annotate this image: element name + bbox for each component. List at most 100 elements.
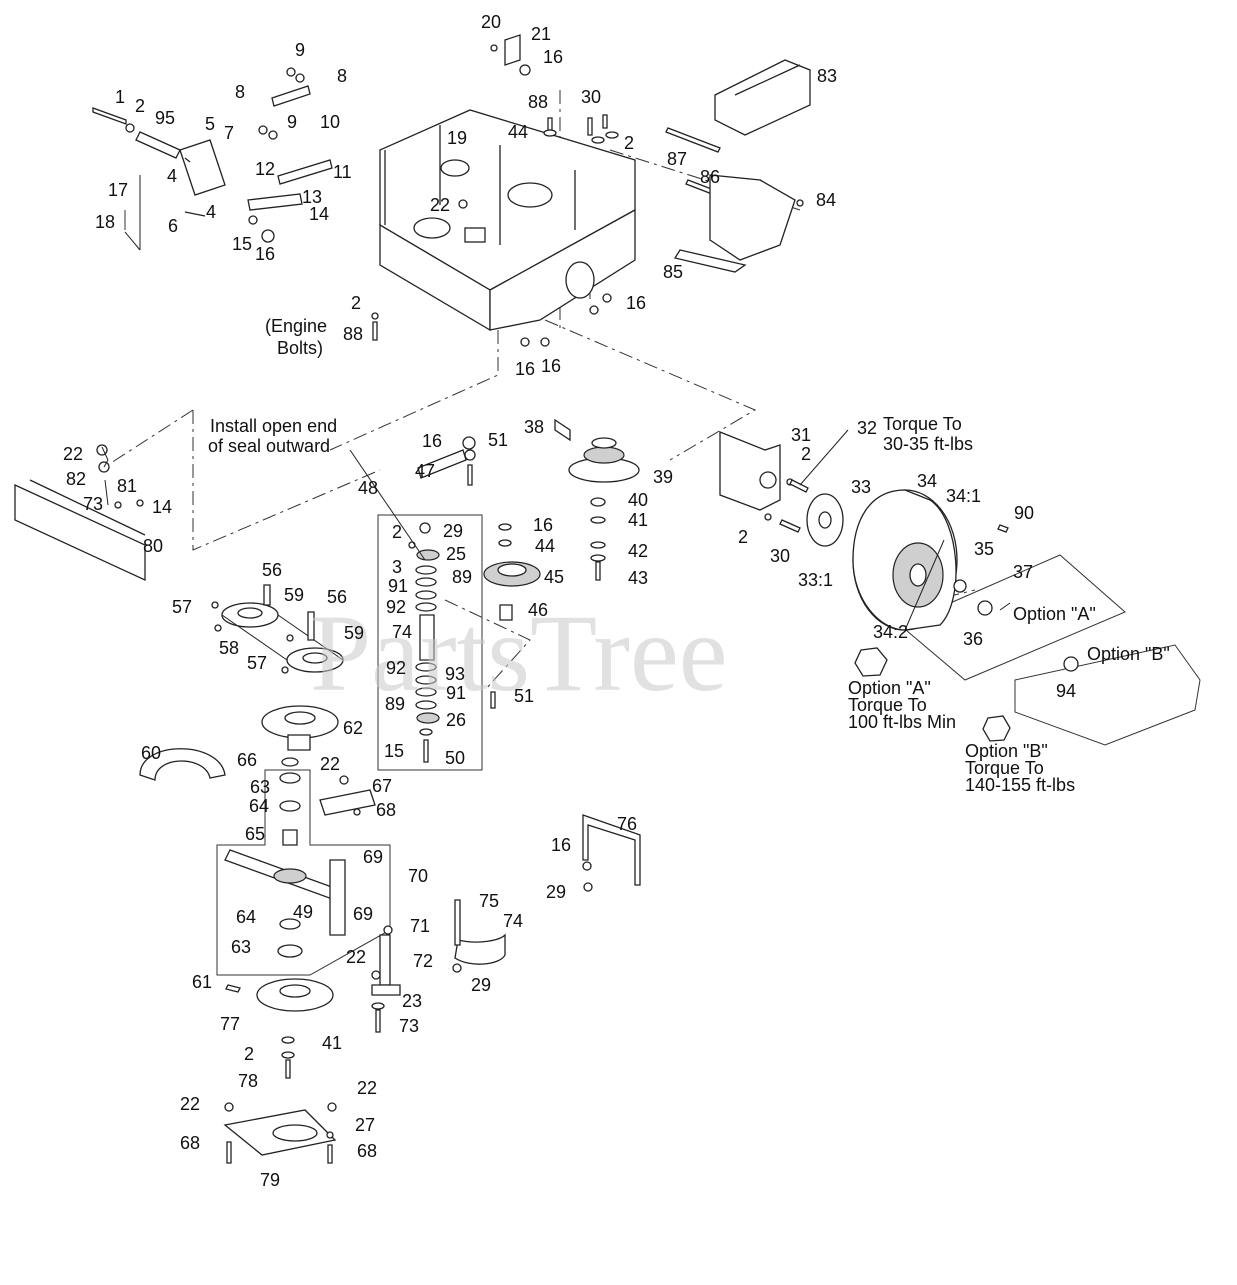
callout-16: 16: [543, 47, 563, 67]
callout-17: 17: [108, 180, 128, 200]
callout-25: 25: [446, 544, 466, 564]
callout-66: 66: [237, 750, 257, 770]
callout-82: 82: [66, 469, 86, 489]
callout-40: 40: [628, 490, 648, 510]
callout-5: 5: [205, 114, 215, 134]
callout-51: 51: [488, 430, 508, 450]
callout-92: 92: [386, 658, 406, 678]
callout-22: 22: [430, 195, 450, 215]
callout-88: 88: [343, 324, 363, 344]
callout-64: 64: [236, 907, 256, 927]
callout-89: 89: [452, 567, 472, 587]
note-option-b-torque-2: Torque To: [965, 758, 1044, 778]
note-option-a-torque-1: Option "A": [848, 678, 931, 698]
callout-62: 62: [343, 718, 363, 738]
callout-86: 86: [700, 167, 720, 187]
callout-73: 73: [83, 494, 103, 514]
callout-91: 91: [446, 683, 466, 703]
note-option-a: Option "A": [1013, 604, 1096, 624]
callout-22: 22: [357, 1078, 377, 1098]
option-b-box: [1014, 644, 1201, 746]
callout-79: 79: [260, 1170, 280, 1190]
callout-43: 43: [628, 568, 648, 588]
callout-91: 91: [388, 576, 408, 596]
callout-77: 77: [220, 1014, 240, 1034]
callout-31: 31: [791, 425, 811, 445]
callout-13: 13: [302, 187, 322, 207]
callout-34-1: 34:1: [946, 486, 981, 506]
callout-6: 6: [168, 216, 178, 236]
note-engine-bolts-1: (Engine: [265, 316, 327, 336]
callout-65: 65: [245, 824, 265, 844]
callout-16: 16: [551, 835, 571, 855]
spring-pulleys: [417, 418, 640, 709]
callout-21: 21: [531, 24, 551, 44]
callout-68: 68: [180, 1133, 200, 1153]
wheel-assembly: [719, 431, 1079, 742]
callout-34-2: 34:2: [873, 622, 908, 642]
callout-2: 2: [244, 1044, 254, 1064]
callout-4: 4: [206, 202, 216, 222]
callout-1: 1: [115, 87, 125, 107]
callout-63: 63: [231, 937, 251, 957]
option-a-box: [899, 554, 1126, 681]
callout-35: 35: [974, 539, 994, 559]
callout-45: 45: [544, 567, 564, 587]
callout-59: 59: [284, 585, 304, 605]
callout-29: 29: [471, 975, 491, 995]
idler-stack-48: [408, 522, 440, 763]
callout-71: 71: [410, 916, 430, 936]
callout-8: 8: [337, 66, 347, 86]
callout-33: 33: [851, 477, 871, 497]
callout-72: 72: [413, 951, 433, 971]
note-option-b-torque-1: Option "B": [965, 741, 1048, 761]
callout-84: 84: [816, 190, 836, 210]
callout-78: 78: [238, 1071, 258, 1091]
note-seal-2: of seal outward: [208, 436, 330, 456]
callout-3: 3: [392, 557, 402, 577]
callout-90: 90: [1014, 503, 1034, 523]
callout-60: 60: [141, 743, 161, 763]
callout-73: 73: [399, 1016, 419, 1036]
callout-69: 69: [353, 904, 373, 924]
callout-88: 88: [528, 92, 548, 112]
callout-7: 7: [224, 123, 234, 143]
note-option-a-torque-3: 100 ft-lbs Min: [848, 712, 956, 732]
callout-39: 39: [653, 467, 673, 487]
callout-48: 48: [358, 478, 378, 498]
callout-16: 16: [541, 356, 561, 376]
callout-36: 36: [963, 629, 983, 649]
callout-22: 22: [63, 444, 83, 464]
callout-46: 46: [528, 600, 548, 620]
callout-70: 70: [408, 866, 428, 886]
top-hardware: [371, 34, 619, 347]
callout-30: 30: [581, 87, 601, 107]
callout-22: 22: [180, 1094, 200, 1114]
callout-64: 64: [249, 796, 269, 816]
callout-14: 14: [152, 497, 172, 517]
note-option-a-torque-2: Torque To: [848, 695, 927, 715]
callout-87: 87: [667, 149, 687, 169]
callout-74: 74: [392, 622, 412, 642]
callout-4: 4: [167, 166, 177, 186]
callout-80: 80: [143, 536, 163, 556]
shield-bracket: [665, 59, 811, 273]
callout-18: 18: [95, 212, 115, 232]
callout-75: 75: [479, 891, 499, 911]
brackets-74-76: [452, 814, 641, 973]
callout-68: 68: [376, 800, 396, 820]
callout-81: 81: [117, 476, 137, 496]
note-seal-1: Install open end: [210, 416, 337, 436]
callout-95: 95: [155, 108, 175, 128]
callout-22: 22: [320, 754, 340, 774]
callout-27: 27: [355, 1115, 375, 1135]
callout-15: 15: [384, 741, 404, 761]
callout-92: 92: [386, 597, 406, 617]
callout-2: 2: [392, 522, 402, 542]
callout-16: 16: [626, 293, 646, 313]
part-70-group-box: [216, 769, 391, 976]
callout-16: 16: [422, 431, 442, 451]
pulleys-59: [211, 584, 344, 674]
callout-16: 16: [533, 515, 553, 535]
callout-10: 10: [320, 112, 340, 132]
